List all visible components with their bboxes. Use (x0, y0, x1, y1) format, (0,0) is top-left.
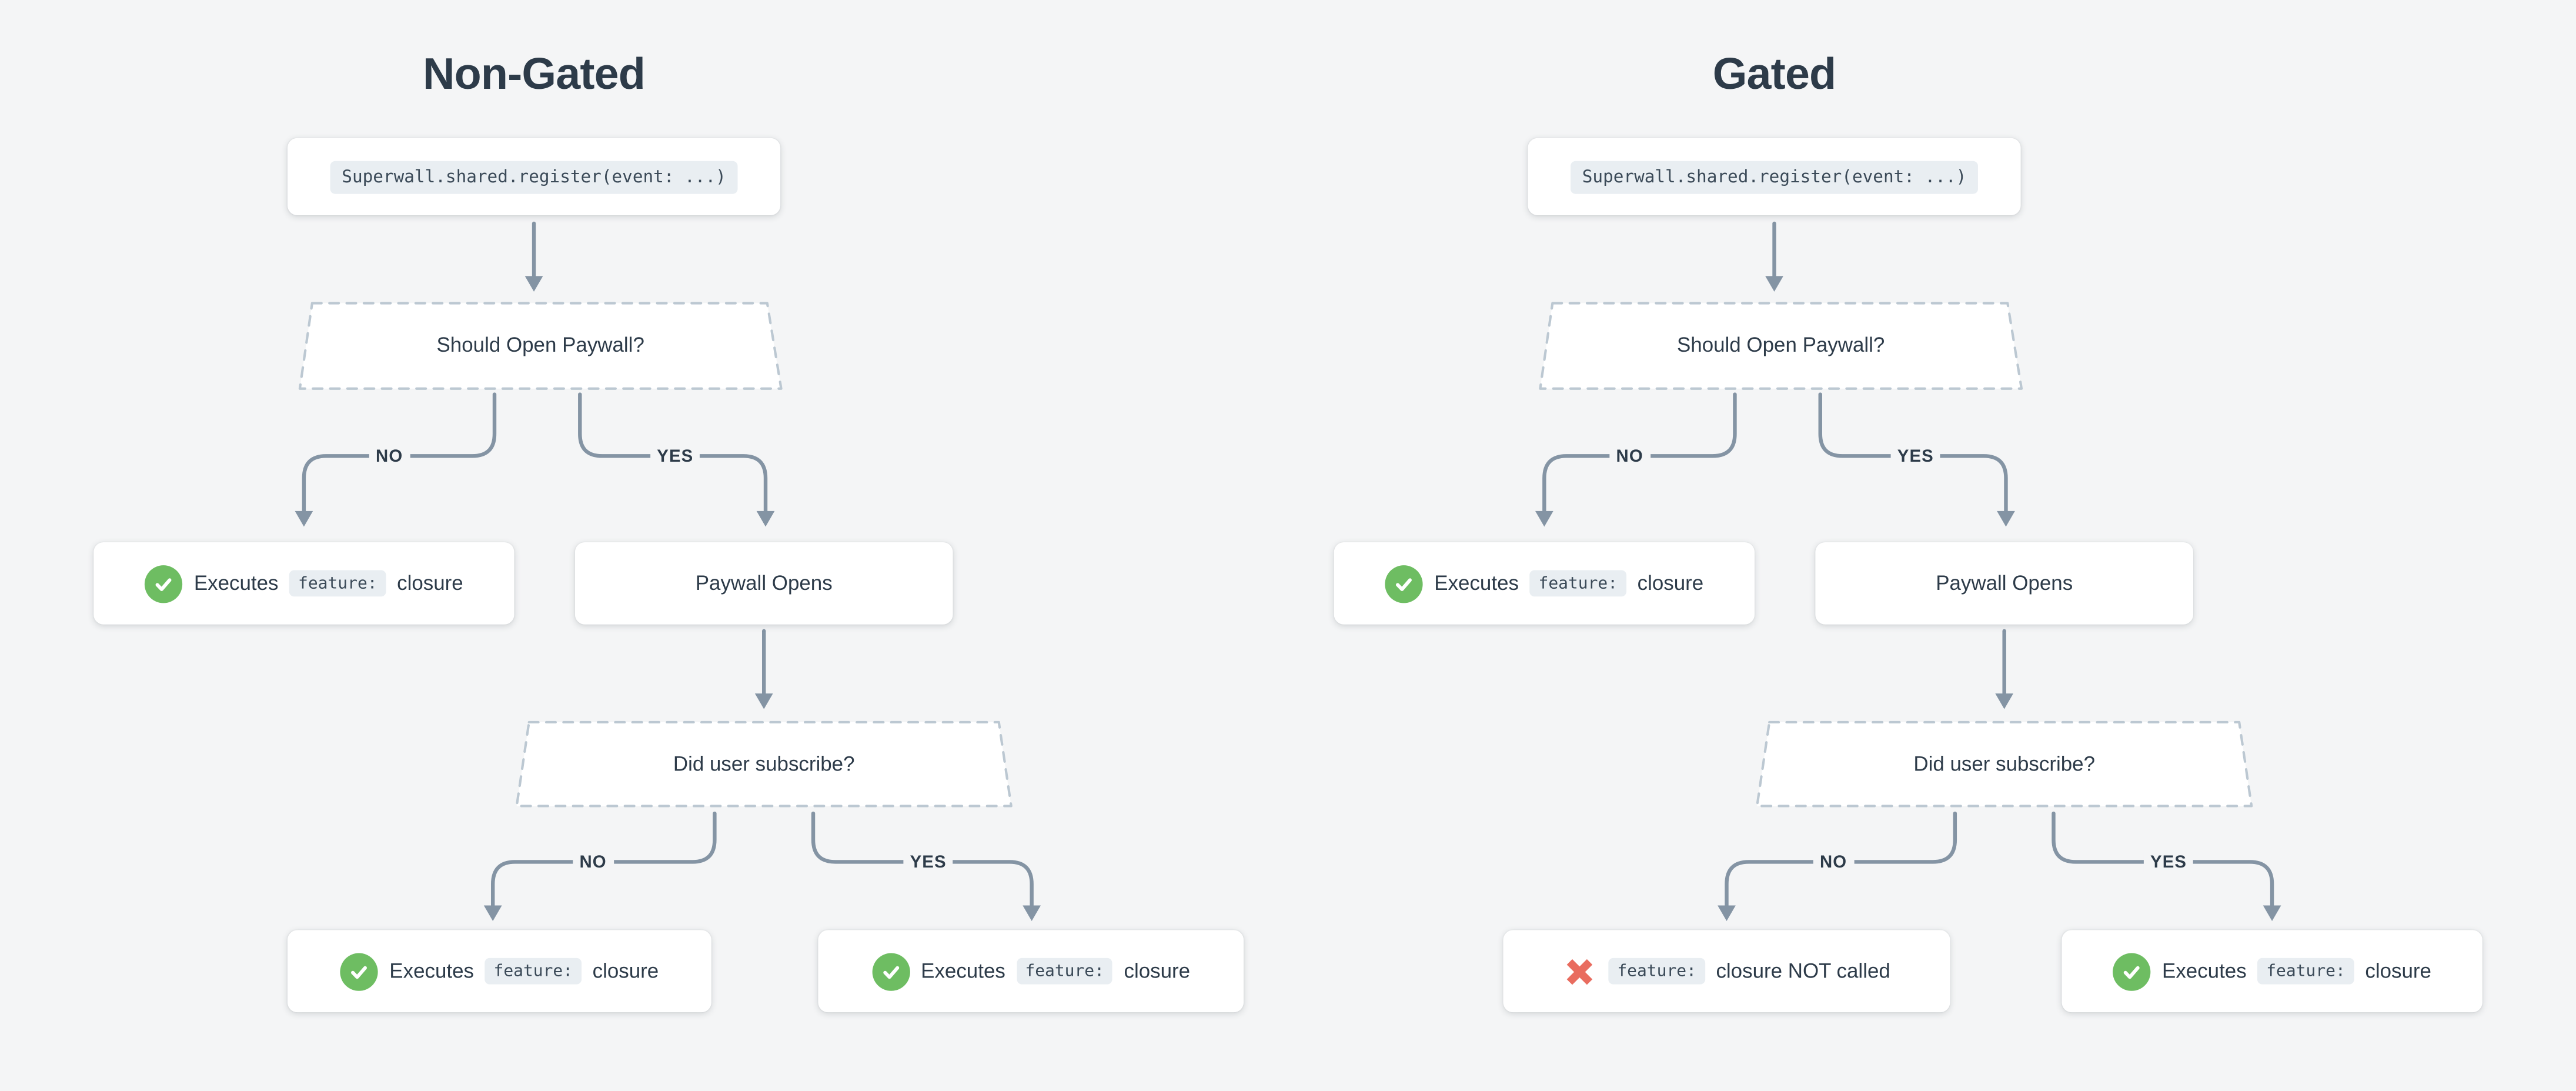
feature-chip: feature: (1017, 957, 1112, 985)
check-icon (1385, 564, 1423, 603)
result-text: closure (397, 572, 463, 595)
decision-open-paywall-label: Should Open Paywall? (1676, 333, 1885, 357)
decision-shape-did-subscribe (1756, 720, 2253, 808)
check-icon (871, 952, 910, 990)
result-text: closure (2365, 959, 2431, 983)
result-text: Executes (389, 959, 474, 983)
result-text: closure NOT called (1716, 959, 1890, 983)
decision-shape-open-paywall (1539, 302, 2023, 390)
decision-open-paywall-label: Should Open Paywall? (436, 333, 644, 357)
feature-chip: feature: (2258, 957, 2354, 985)
check-icon (2113, 952, 2151, 990)
paywall-opens-node: Paywall Opens (574, 542, 953, 625)
x-icon (1563, 954, 1598, 989)
register-event-node: Superwall.shared.register(event: ...) (287, 138, 781, 216)
feature-chip: feature: (485, 957, 582, 985)
edge-label-no: NO (1609, 446, 1650, 467)
check-icon (145, 564, 183, 603)
paywall-opens-node: Paywall Opens (1815, 542, 2193, 625)
feature-chip: feature: (1609, 957, 1705, 985)
result-text: Executes (921, 959, 1005, 983)
chart-title: Gated (1712, 49, 1836, 99)
feature-chip: feature: (290, 570, 386, 597)
result-node-feature-executes: Executes feature: closure (818, 930, 1244, 1013)
chart-title: Non-Gated (423, 49, 646, 99)
register-event-node: Superwall.shared.register(event: ...) (1528, 138, 2021, 216)
result-node-feature-executes: Executes feature: closure (287, 930, 711, 1013)
edge-label-no: NO (369, 446, 410, 467)
paywall-opens-label: Paywall Opens (695, 572, 833, 595)
result-text: Executes (2162, 959, 2247, 983)
result-node-feature-executes: Executes feature: closure (2062, 930, 2483, 1013)
register-code-snippet: Superwall.shared.register(event: ...) (1571, 160, 1978, 193)
edge-label-yes: YES (650, 446, 700, 467)
result-text: Executes (1434, 572, 1519, 595)
result-node-feature-not-called: feature: closure NOT called (1503, 930, 1950, 1013)
result-text: closure (1124, 959, 1191, 983)
result-text: Executes (193, 572, 279, 595)
register-code-snippet: Superwall.shared.register(event: ...) (330, 160, 738, 193)
edge-label-no: NO (1813, 853, 1854, 873)
decision-shape-open-paywall (298, 302, 783, 390)
paywall-opens-label: Paywall Opens (1936, 572, 2073, 595)
decision-shape-did-subscribe (515, 720, 1013, 808)
decision-did-subscribe-label: Did user subscribe? (1913, 752, 2096, 776)
check-icon (340, 952, 378, 990)
result-text: closure (1637, 572, 1704, 595)
result-node-feature-executes: Executes feature: closure (1334, 542, 1755, 625)
feature-chip: feature: (1530, 570, 1626, 597)
decision-did-subscribe-label: Did user subscribe? (673, 752, 855, 776)
arrowheads (295, 276, 2281, 922)
edge-label-yes: YES (2143, 853, 2194, 873)
edge-label-yes: YES (1890, 446, 1941, 467)
result-text: closure (592, 959, 659, 983)
edge-label-yes: YES (903, 853, 953, 873)
edge-label-no: NO (573, 853, 613, 873)
result-node-feature-executes: Executes feature: closure (93, 542, 514, 625)
